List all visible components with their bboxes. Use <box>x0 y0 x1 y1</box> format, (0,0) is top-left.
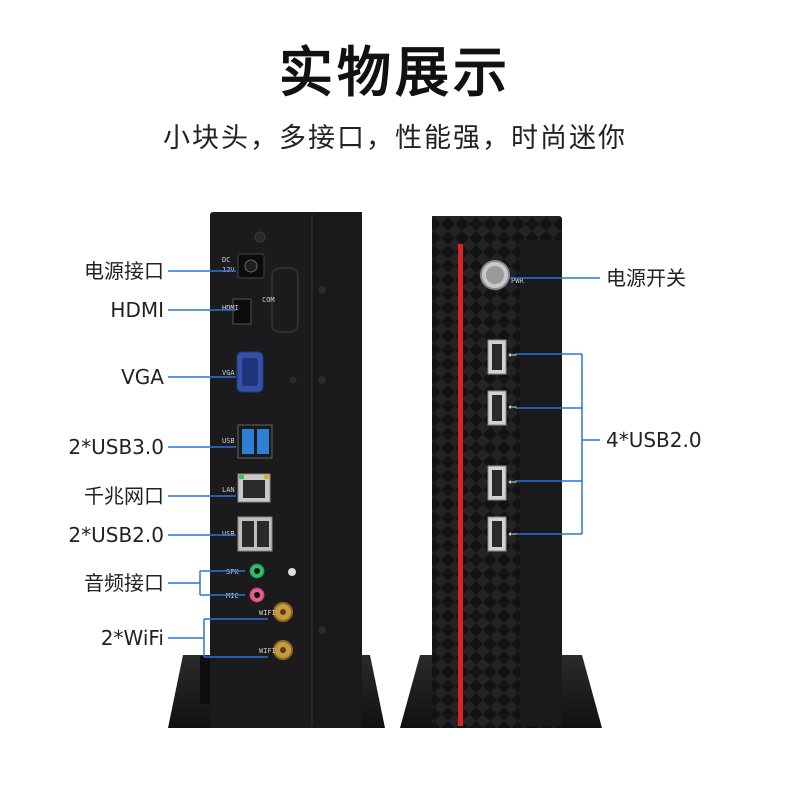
front-panel-device: PWR <box>400 216 602 728</box>
label-power-switch: 电源开关 <box>606 266 686 290</box>
usb-symbols: ⭠ ⭠ ⭠ ⭠ <box>508 348 517 540</box>
mark-wifi-2: WIFI <box>259 647 276 655</box>
mark-hdmi: HDMI <box>222 304 239 312</box>
label-audio: 音频接口 <box>84 571 164 595</box>
left-callout-lines <box>168 270 268 658</box>
page-title: 实物展示 <box>279 41 511 104</box>
usb-icon: ⭠ <box>508 400 517 413</box>
mark-dc: DC <box>222 256 230 264</box>
page-subtitle: 小块头，多接口，性能强，时尚迷你 <box>163 123 627 154</box>
label-front-usb2: 4*USB2.0 <box>606 428 702 452</box>
mark-usb3: USB <box>222 437 235 445</box>
usb-icon: ⭠ <box>508 348 517 361</box>
mark-vga: VGA <box>222 369 235 377</box>
usb-icon: ⭠ <box>508 527 517 540</box>
rear-panel-device: DC 12V HDMI COM VGA USB LAN USB SPK MIC … <box>168 212 385 728</box>
label-power-port: 电源接口 <box>84 259 164 283</box>
right-callout-lines <box>510 277 600 535</box>
mark-12v: 12V <box>222 266 235 274</box>
red-stripe <box>458 244 463 726</box>
mark-spk: SPK <box>226 568 239 576</box>
label-hdmi: HDMI <box>110 298 164 322</box>
label-lan: 千兆网口 <box>84 484 164 508</box>
mark-pwr: PWR <box>511 277 524 285</box>
mark-usb2: USB <box>222 530 235 538</box>
label-vga: VGA <box>121 365 164 389</box>
mark-lan: LAN <box>222 486 235 494</box>
label-usb2: 2*USB2.0 <box>68 523 164 547</box>
mark-com: COM <box>262 296 275 304</box>
label-wifi: 2*WiFi <box>100 626 164 650</box>
mark-wifi-1: WIFI <box>259 609 276 617</box>
usb-icon: ⭠ <box>508 475 517 488</box>
mark-mic: MIC <box>226 592 239 600</box>
label-usb3: 2*USB3.0 <box>68 435 164 459</box>
